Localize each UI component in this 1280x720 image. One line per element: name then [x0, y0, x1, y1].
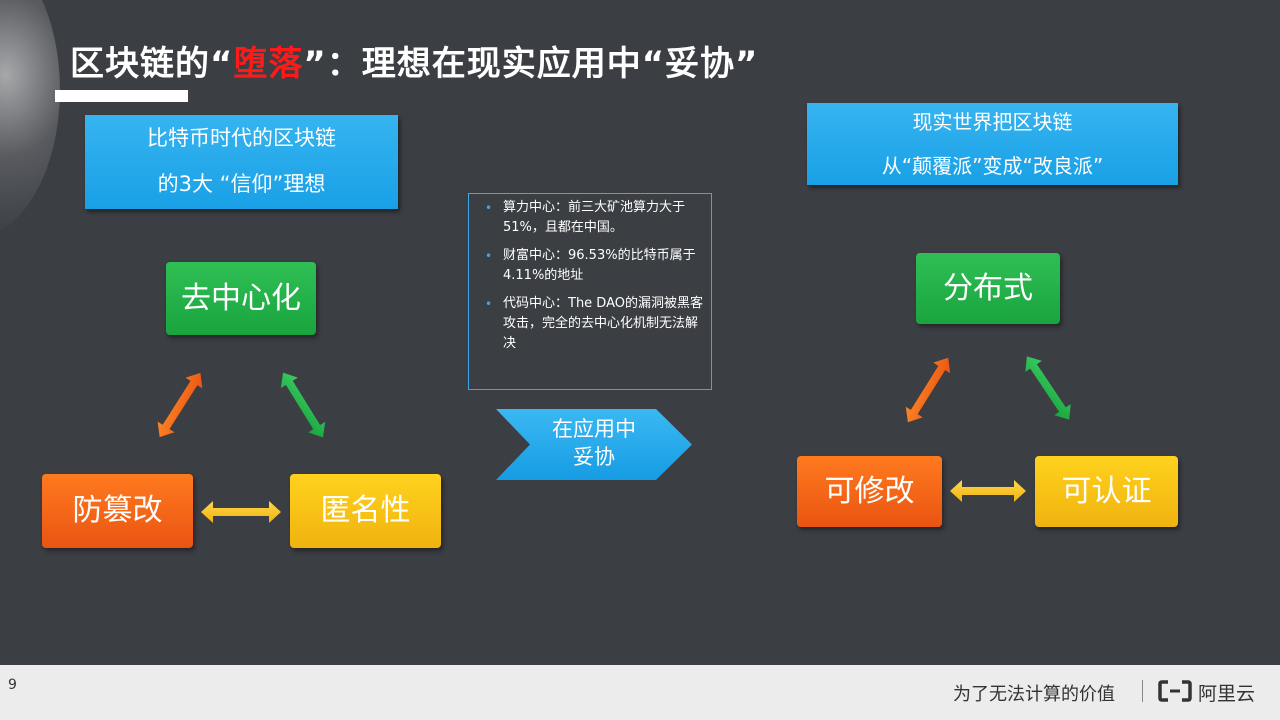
chevron-arrow-shape [496, 409, 692, 480]
title-part2: ”：理想在现实应用中“妥协” [303, 44, 759, 84]
centralization-info-box: • 算力中心：前三大矿池算力大于51%，且都在中国。 • 财富中心：96.53%的比… [468, 193, 712, 390]
tile-tamper-proof: 防篡改 [42, 474, 193, 548]
left-green-arrow [280, 372, 326, 438]
title-part1: 区块链的“ [70, 44, 234, 84]
tile-anonymity: 匿名性 [290, 474, 441, 548]
info-text-wealth: 财富中心：96.53%的比特币属于4.11%的地址 [503, 248, 696, 283]
bullet-dot: • [485, 297, 493, 311]
footer-slogan: 为了无法计算的价值 [953, 684, 1115, 705]
right-header-line2: 从“颠覆派”变成“改良派” [881, 154, 1104, 178]
slide-canvas: 区块链的“堕落”：理想在现实应用中“妥协” 比特币时代的区块链 的3大 “信仰”… [0, 0, 1178, 548]
title-highlight: 堕落 [233, 44, 304, 84]
info-bullet-hashpower: • 算力中心：前三大矿池算力大于51%，且都在中国。 [479, 198, 703, 238]
right-header-line1: 现实世界把区块链 [912, 110, 1073, 134]
tile-authenticable: 可认证 [1035, 456, 1178, 527]
left-orange-arrow [157, 372, 203, 438]
chevron-label-line2: 妥协 [573, 445, 615, 469]
info-bullet-wealth: • 财富中心：96.53%的比特币属于4.11%的地址 [479, 246, 703, 286]
chevron-label: 在应用中 妥协 [530, 415, 658, 471]
info-text-code: 代码中心：The DAO的漏洞被黑客攻击，完全的去中心化机制无法解决 [503, 296, 703, 351]
right-yellow-arrow [950, 480, 1026, 502]
left-yellow-arrow [201, 501, 281, 523]
info-bullet-code: • 代码中心：The DAO的漏洞被黑客攻击，完全的去中心化机制无法解决 [479, 294, 703, 354]
info-bullet-list: • 算力中心：前三大矿池算力大于51%，且都在中国。 • 财富中心：96.53%的比… [479, 198, 703, 354]
info-text-hashpower: 算力中心：前三大矿池算力大于51%，且都在中国。 [503, 200, 686, 235]
left-header-line1: 比特币时代的区块链 [147, 126, 336, 150]
left-header-line2: 的3大 “信仰”理想 [157, 172, 326, 196]
right-green-arrow [1025, 356, 1071, 420]
right-header-box: 现实世界把区块链 从“颠覆派”变成“改良派” [807, 103, 1178, 185]
aliyun-logo-text: 阿里云 [1198, 683, 1256, 705]
tile-decentralized: 去中心化 [166, 262, 316, 335]
tile-modifiable: 可修改 [797, 456, 942, 527]
tile-distributed: 分布式 [916, 253, 1060, 324]
connector-arrows [157, 356, 1071, 523]
bullet-dot: • [485, 201, 493, 215]
aliyun-logo-icon [1158, 680, 1192, 702]
slide-title: 区块链的“堕落”：理想在现实应用中“妥协” [70, 36, 758, 85]
chevron-label-line1: 在应用中 [552, 417, 636, 441]
left-header-box: 比特币时代的区块链 的3大 “信仰”理想 [85, 115, 398, 209]
footer-bar: 9 为了无法计算的价值 阿里云 [0, 665, 1280, 720]
title-underline-bar [55, 90, 188, 102]
right-orange-arrow [905, 357, 951, 423]
footer-divider [1142, 680, 1143, 702]
bullet-dot: • [485, 249, 493, 263]
page-number: 9 [8, 677, 17, 693]
